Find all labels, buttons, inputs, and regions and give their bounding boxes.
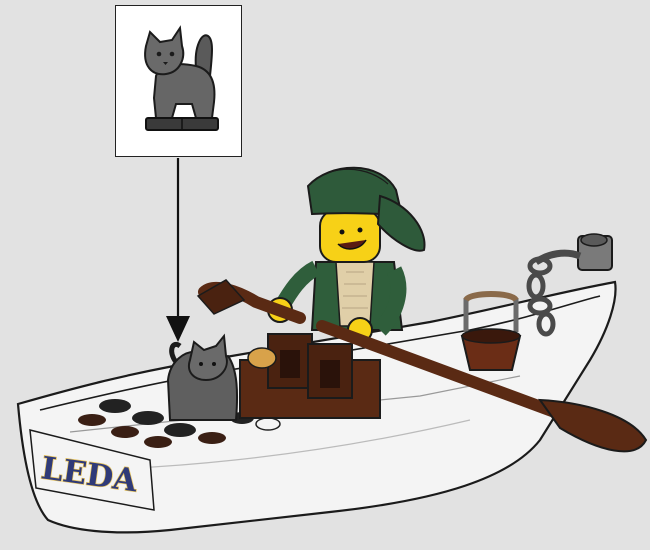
- cat-on-boat: [168, 336, 237, 420]
- callout-arrow: [166, 158, 190, 342]
